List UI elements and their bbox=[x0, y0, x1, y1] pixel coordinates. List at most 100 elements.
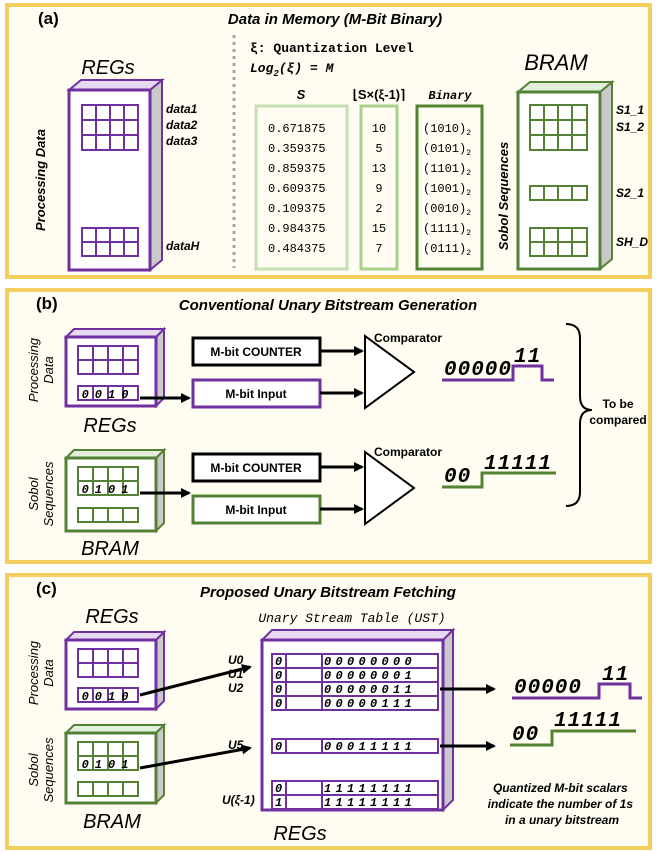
sobol-label-c: SobolSequences bbox=[26, 737, 56, 803]
panel-b: (b) Conventional Unary Bitstream Generat… bbox=[5, 288, 652, 564]
stream1-zeros-b: 00000 bbox=[444, 359, 512, 382]
s-value: 0.484375 bbox=[268, 242, 326, 256]
s-value: 0.359375 bbox=[268, 142, 326, 156]
bin-value: (1111)2 bbox=[423, 222, 471, 238]
stream1-waveform-c bbox=[512, 682, 642, 700]
bits-proc-b: 0010 bbox=[82, 388, 135, 402]
ust-msb: 0 bbox=[275, 683, 282, 697]
ust-msb: 0 bbox=[275, 655, 282, 669]
q-value: 7 bbox=[375, 242, 382, 256]
s-value: 0.859375 bbox=[268, 162, 326, 176]
processing-data-label-a: Processing Data bbox=[33, 129, 48, 231]
panel-c: (c) Proposed Unary Bitstream Fetching RE… bbox=[5, 573, 652, 850]
panel-a-tag: (a) bbox=[38, 9, 59, 28]
ust-bits: 00000000 bbox=[324, 655, 416, 669]
col-header-binary: Binary bbox=[428, 89, 472, 103]
s1-2-label: S1_2 bbox=[616, 120, 644, 134]
data1-label: data1 bbox=[166, 102, 198, 116]
ust-bits: 11111111 bbox=[324, 782, 416, 796]
stream1-ones-c: 11 bbox=[602, 664, 629, 687]
sobol-label-b: SobolSequences bbox=[26, 461, 56, 527]
bram-label-b: BRAM bbox=[81, 538, 139, 560]
log-equation: Log2(ξ) = M bbox=[250, 61, 335, 79]
stream2-zeros-b: 00 bbox=[444, 466, 471, 489]
regs-grid-c bbox=[77, 648, 139, 703]
input-label-2: M-bit Input bbox=[225, 503, 286, 517]
arrow-proc-to-ust bbox=[139, 664, 252, 697]
q-column-box bbox=[359, 104, 399, 271]
stream1-ones-b: 11 bbox=[514, 346, 541, 369]
stream2-waveform-b bbox=[442, 471, 556, 489]
regs-grid-a bbox=[81, 104, 139, 257]
q-value: 15 bbox=[372, 222, 386, 236]
ust-msb: 0 bbox=[275, 782, 282, 796]
bin-value: (0010)2 bbox=[423, 202, 471, 218]
stream1-waveform-b bbox=[442, 364, 554, 382]
bin-value: (1001)2 bbox=[423, 182, 471, 198]
ust-bits: 00000111 bbox=[324, 697, 416, 711]
bram-box-side-a bbox=[599, 79, 613, 272]
regs-label-a: REGs bbox=[81, 57, 134, 79]
comparator-label-1: Comparator bbox=[374, 331, 442, 345]
processing-label-c: ProcessingData bbox=[26, 640, 56, 705]
bits-proc-c: 0010 bbox=[82, 690, 135, 704]
ust-msb: 0 bbox=[275, 669, 282, 683]
row-label-uxi: U(ξ-1) bbox=[222, 793, 255, 807]
stream2-ones-c: 11111 bbox=[554, 710, 622, 733]
ust-msb: 1 bbox=[275, 796, 282, 810]
q-value: 2 bbox=[375, 202, 382, 216]
comparator-label-2: Comparator bbox=[374, 445, 442, 459]
s1-1-label: S1_1 bbox=[616, 103, 644, 117]
panel-b-title: Conventional Unary Bitstream Generation bbox=[179, 297, 477, 314]
panel-a-title: Data in Memory (M-Bit Binary) bbox=[228, 11, 442, 28]
s2-1-label: S2_1 bbox=[616, 186, 644, 200]
stream2-ones-b: 11111 bbox=[484, 453, 552, 476]
s-values: 0.671875 0.359375 0.859375 0.609375 0.10… bbox=[268, 122, 326, 256]
stream1-zeros-c: 00000 bbox=[514, 677, 582, 700]
regs-label-b: REGs bbox=[83, 415, 136, 437]
comparator-1 bbox=[364, 334, 416, 410]
regs-box-side-a bbox=[149, 77, 163, 273]
ust-lower-values: 0 11111111 1 11111111 bbox=[275, 782, 416, 810]
panel-c-tag: (c) bbox=[36, 579, 57, 598]
counter-box-2 bbox=[191, 452, 322, 483]
bin-value: (0111)2 bbox=[423, 242, 471, 258]
ust-bits: 00000011 bbox=[324, 683, 416, 697]
row-label-u2: U2 bbox=[228, 681, 244, 695]
data3-label: data3 bbox=[166, 134, 198, 148]
bram-label-c: BRAM bbox=[83, 811, 141, 833]
ust-bits: 11111111 bbox=[324, 796, 416, 810]
compare-brace bbox=[565, 323, 593, 507]
regs-box-c bbox=[64, 638, 158, 711]
col-header-s: S bbox=[297, 87, 306, 102]
comparator-2 bbox=[364, 450, 416, 526]
data2-label: data2 bbox=[166, 118, 198, 132]
q-value: 13 bbox=[372, 162, 386, 176]
counter-label-2: M-bit COUNTER bbox=[210, 461, 302, 475]
panel-c-title: Proposed Unary Bitstream Fetching bbox=[200, 584, 456, 601]
quantized-note: Quantized M-bit scalars indicate the num… bbox=[488, 781, 637, 827]
bits-sobol-c: 0101 bbox=[82, 758, 135, 772]
shd-label: SH_D bbox=[616, 235, 648, 249]
regs-label-c-bottom: REGs bbox=[273, 823, 326, 845]
input-label-1: M-bit Input bbox=[225, 387, 286, 401]
s-value: 0.984375 bbox=[268, 222, 326, 236]
stream2-zeros-c: 00 bbox=[512, 724, 539, 747]
ust-msb: 0 bbox=[275, 697, 282, 711]
row-label-u0: U0 bbox=[228, 653, 244, 667]
q-value: 9 bbox=[375, 182, 382, 196]
counter-box-1 bbox=[191, 336, 322, 367]
bram-grid-c bbox=[77, 741, 139, 797]
bin-values: (1010)2 (0101)2 (1101)2 (1001)2 (0010)2 … bbox=[423, 122, 471, 258]
processing-label-b: ProcessingData bbox=[26, 337, 56, 402]
q-value: 5 bbox=[375, 142, 382, 156]
ust-upper-block bbox=[271, 653, 439, 711]
ust-msb: 0 bbox=[275, 740, 282, 754]
col-header-quantized: ⌊S×(ξ-1)⌉ bbox=[353, 87, 405, 102]
bin-value: (1101)2 bbox=[423, 162, 471, 178]
s-value: 0.109375 bbox=[268, 202, 326, 216]
ust-bits: 00000001 bbox=[324, 669, 416, 683]
q-values: 10 5 13 9 2 15 7 bbox=[372, 122, 386, 256]
